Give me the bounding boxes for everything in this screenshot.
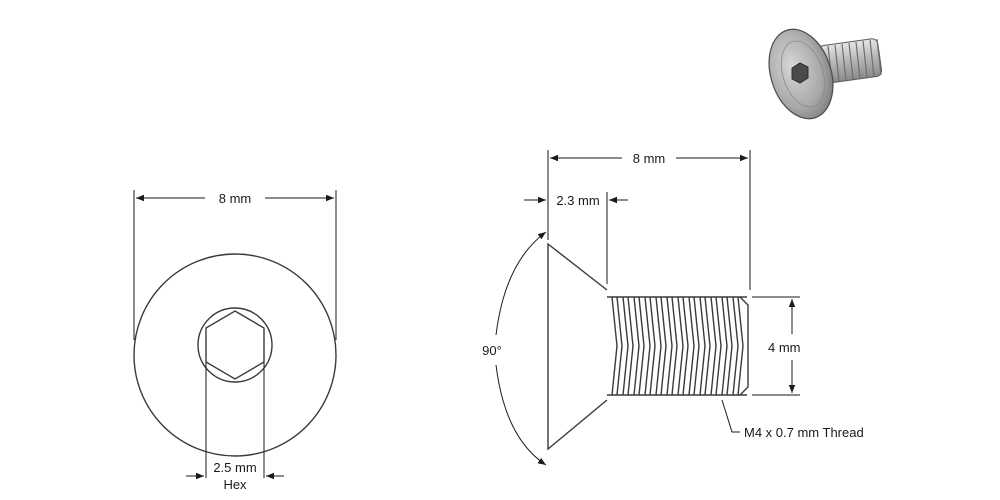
thread-crest xyxy=(622,296,629,396)
thread-root xyxy=(638,296,645,396)
thread-root xyxy=(704,296,711,396)
render-thread-line xyxy=(862,40,868,78)
thread-crest xyxy=(644,296,651,396)
thread-callout-leader xyxy=(721,399,740,433)
thread-root xyxy=(682,296,689,396)
thread-crest xyxy=(699,296,706,396)
head-diameter-label: 8 mm xyxy=(219,191,252,206)
head-angle-label: 90° xyxy=(482,343,502,358)
render-thread-line xyxy=(869,39,875,77)
socket-circle xyxy=(197,307,273,383)
thread-root xyxy=(649,296,656,396)
thread-crest xyxy=(677,296,684,396)
front-view: 8 mm 2.5 mm Hex xyxy=(133,190,337,492)
side-view: 8 mm 2.3 mm 90° 4 mm M4 x 0.7 mm Thread xyxy=(482,150,864,466)
thread-root xyxy=(715,296,722,396)
thread-crest xyxy=(611,296,618,396)
screw-head-outline xyxy=(547,242,608,451)
render-thread-line xyxy=(855,41,861,79)
thread-root xyxy=(737,296,744,396)
hex-label: Hex xyxy=(223,477,247,492)
thread-root xyxy=(726,296,733,396)
thread-crest xyxy=(688,296,695,396)
render-thread-line xyxy=(841,43,847,81)
render-thread-line xyxy=(834,44,840,82)
thread-callout-label: M4 x 0.7 mm Thread xyxy=(744,425,864,440)
thread-root xyxy=(627,296,634,396)
head-height-label: 2.3 mm xyxy=(556,193,599,208)
thread-lines xyxy=(611,296,744,396)
render-thread-line xyxy=(848,42,854,80)
thread-root xyxy=(616,296,623,396)
thread-diameter-label: 4 mm xyxy=(768,340,801,355)
thread-crest xyxy=(732,296,739,396)
render-thread-line xyxy=(876,38,882,76)
thread-crest xyxy=(710,296,717,396)
thread-crest xyxy=(633,296,640,396)
thread-root xyxy=(660,296,667,396)
head-angle-arc-top xyxy=(495,231,547,336)
head-outline xyxy=(133,253,337,457)
thread-crest xyxy=(655,296,662,396)
hex-size-label: 2.5 mm xyxy=(213,460,256,475)
thread-root xyxy=(693,296,700,396)
hex-socket xyxy=(205,310,265,380)
overall-length-label: 8 mm xyxy=(633,151,666,166)
shank-end xyxy=(739,296,749,396)
head-angle-arc-bottom xyxy=(495,364,547,466)
countersunk-socket-screw-icon xyxy=(768,28,883,120)
thread-crest xyxy=(666,296,673,396)
thread-root xyxy=(671,296,678,396)
thread-crest xyxy=(721,296,728,396)
